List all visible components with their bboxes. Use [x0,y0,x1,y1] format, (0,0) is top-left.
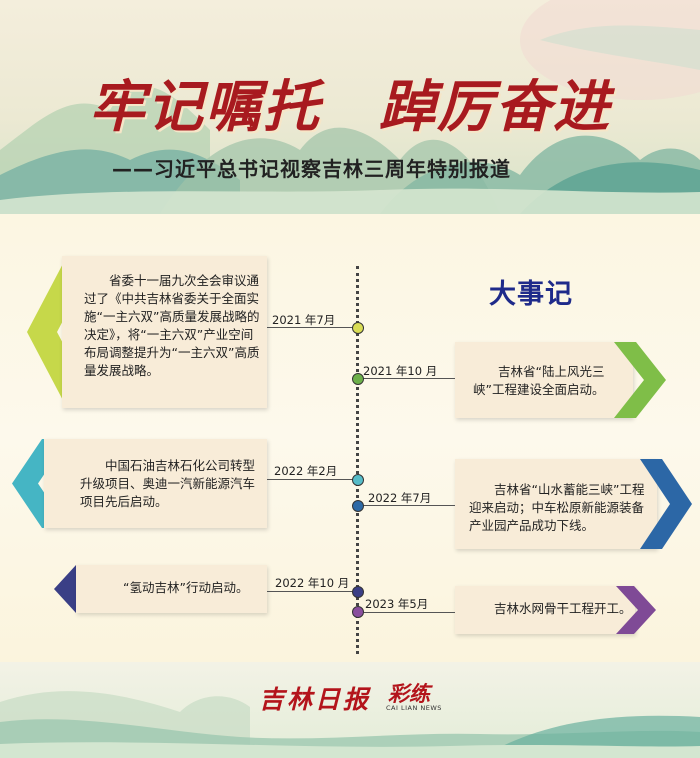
section-title: 大事记 [489,279,573,310]
timeline-dot [352,606,364,618]
event-card-2022-02: 中国石油吉林石化公司转型升级项目、奥迪一汽新能源汽车项目先后启动。 [44,439,267,528]
connector-line [267,327,357,328]
connector-line [357,505,455,506]
connector-line [357,612,455,613]
event-card-2022-10: “氢动吉林”行动启动。 [76,565,267,613]
event-text: 吉林省“山水蓄能三峡”工程迎来启动；中车松原新能源装备产业园产品成功下线。 [469,482,645,533]
event-card-2023-05: 吉林水网骨干工程开工。 [455,586,635,634]
chevron-right-icon [614,342,666,418]
cailian-logo: 彩练 [388,681,430,706]
event-text: 吉林省“陆上风光三峡”工程建设全面启动。 [473,364,605,397]
timeline-axis [356,266,359,654]
timeline-dot [352,373,364,385]
chevron-right-icon [616,586,656,634]
event-card-2021-10: 吉林省“陆上风光三峡”工程建设全面启动。 [455,342,633,418]
subtitle: ——习近平总书记视察吉林三周年特别报道 [112,157,511,181]
event-text: “氢动吉林”行动启动。 [123,580,249,595]
timeline-dot [352,474,364,486]
chevron-right-icon [640,459,692,549]
jilin-daily-logo: 吉林日报 [259,685,372,714]
event-date: 2022 年2月 [274,464,338,478]
connector-line [357,378,455,379]
header-banner: 牢记嘱托 踔厉奋进 ——习近平总书记视察吉林三周年特别报道 [0,0,700,214]
cailian-news-label: CAI LIAN NEWS [386,704,442,712]
timeline-dot [352,500,364,512]
footer-banner [0,662,700,758]
main-title: 牢记嘱托 踔厉奋进 [89,74,611,140]
connector-line [267,479,357,480]
event-date: 2021 年7月 [272,313,336,327]
event-text: 中国石油吉林石化公司转型升级项目、奥迪一汽新能源汽车项目先后启动。 [80,458,256,509]
connector-line [267,591,357,592]
event-date: 2023 年5月 [365,597,429,611]
event-date: 2022 年10 月 [275,576,350,590]
timeline-dot [352,322,364,334]
event-text: 省委十一届九次全会审议通过了《中共吉林省委关于全面实施“一主六双”高质量发展战略… [84,273,260,378]
chevron-left-icon [12,439,68,528]
event-date: 2021 年10 月 [363,364,438,378]
event-card-2021-07: 省委十一届九次全会审议通过了《中共吉林省委关于全面实施“一主六双”高质量发展战略… [62,256,267,408]
timeline-dot [352,586,364,598]
event-date: 2022 年7月 [368,491,432,505]
footer-landscape-illustration [0,691,700,758]
mountain-landscape-illustration [0,0,700,214]
event-text: 吉林水网骨干工程开工。 [494,601,632,616]
event-card-2022-07: 吉林省“山水蓄能三峡”工程迎来启动；中车松原新能源装备产业园产品成功下线。 [455,459,657,549]
